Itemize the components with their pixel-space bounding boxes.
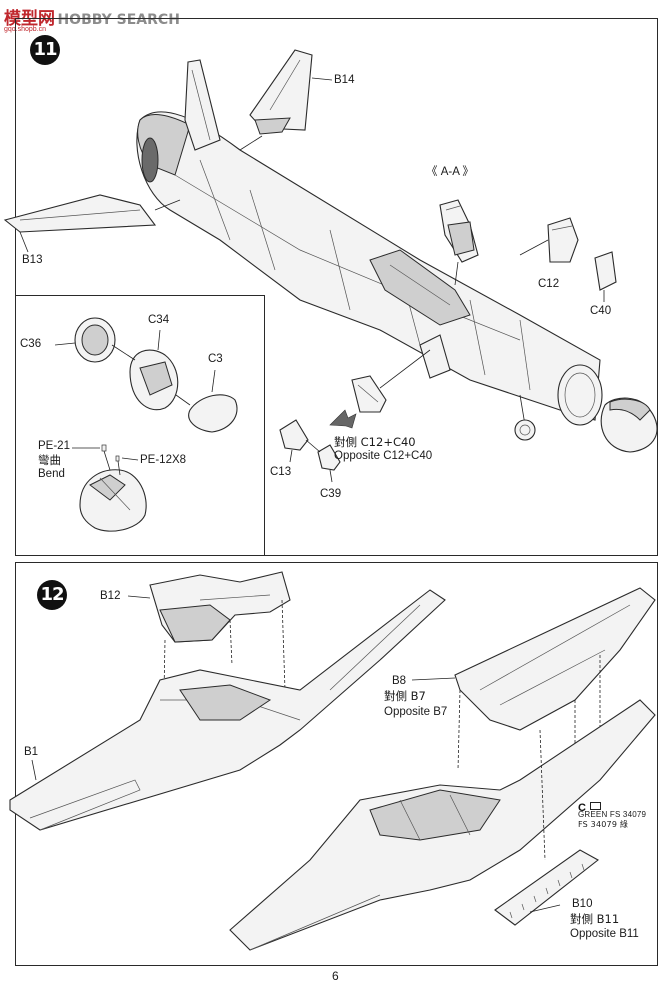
part-b10 xyxy=(494,849,599,926)
label-color-cn: FS 34079 綠 xyxy=(578,820,629,829)
part-c3 xyxy=(175,369,238,433)
step12-badge: 12 xyxy=(37,580,67,610)
label-b12: B12 xyxy=(100,590,121,602)
nose-cone xyxy=(600,397,658,453)
label-opposite-cn: 對側 C12+C40 xyxy=(334,435,416,449)
label-color-en: GREEN FS 34079 xyxy=(578,810,647,819)
watermark-site-en: HOBBY SEARCH xyxy=(57,12,180,28)
part-c13 xyxy=(279,419,309,463)
label-aa: 《 A-A 》 xyxy=(426,166,474,178)
part-c34 xyxy=(111,329,179,411)
part-c39 xyxy=(305,439,341,483)
label-pe12: PE-12X8 xyxy=(140,454,187,466)
part-c39-c13-assembly xyxy=(351,349,431,413)
label-c13: C13 xyxy=(270,466,292,478)
label-b10-opposite-cn: 對側 B11 xyxy=(570,912,620,926)
label-b13: B13 xyxy=(22,254,43,266)
label-b14: B14 xyxy=(334,74,355,86)
fuselage xyxy=(136,111,603,441)
label-c12: C12 xyxy=(538,278,560,290)
direction-arrow xyxy=(329,409,357,429)
label-b1: B1 xyxy=(24,746,39,758)
label-bend-en: Bend xyxy=(38,468,65,480)
part-pe-assembly xyxy=(72,444,147,532)
label-c40: C40 xyxy=(590,305,612,317)
part-b14 xyxy=(239,49,333,151)
step11-badge: 11 xyxy=(30,35,60,65)
label-c3: C3 xyxy=(208,353,223,365)
label-opposite-en: Opposite C12+C40 xyxy=(334,450,433,462)
page-number: 6 xyxy=(332,969,339,983)
label-c36: C36 xyxy=(20,338,42,350)
part-b12 xyxy=(127,571,291,746)
label-c39: C39 xyxy=(320,488,342,500)
lower-right-wing xyxy=(229,699,656,951)
vertical-tail xyxy=(184,59,221,151)
color-callout: C xyxy=(578,798,602,816)
label-b8: B8 xyxy=(392,675,407,687)
step11-frame xyxy=(15,18,658,556)
step12-frame xyxy=(15,562,658,966)
label-b8-opposite-en: Opposite B7 xyxy=(384,706,448,718)
color-code-badge: C xyxy=(578,802,586,814)
watermark-site-cn: 模型网 xyxy=(4,9,55,29)
label-bend-cn: 彎曲 xyxy=(38,453,61,467)
label-b10: B10 xyxy=(572,898,593,910)
part-c40 xyxy=(594,251,617,302)
label-b8-opposite-cn: 對側 B7 xyxy=(384,689,426,703)
part-b1 xyxy=(9,589,446,831)
part-c36 xyxy=(54,317,116,363)
ejection-seat xyxy=(439,199,479,286)
part-c12 xyxy=(519,217,579,263)
label-c34: C34 xyxy=(148,314,170,326)
step11-inset-frame xyxy=(15,295,265,556)
watermark: 模型网 HOBBY SEARCH gqo.shopb.cn xyxy=(4,4,180,33)
watermark-url: gqo.shopb.cn xyxy=(4,26,47,33)
part-b13 xyxy=(3,194,181,253)
label-pe21: PE-21 xyxy=(38,440,70,452)
color-swatch xyxy=(590,802,602,810)
part-b8 xyxy=(411,587,656,800)
label-b10-opposite-en: Opposite B11 xyxy=(570,928,639,940)
